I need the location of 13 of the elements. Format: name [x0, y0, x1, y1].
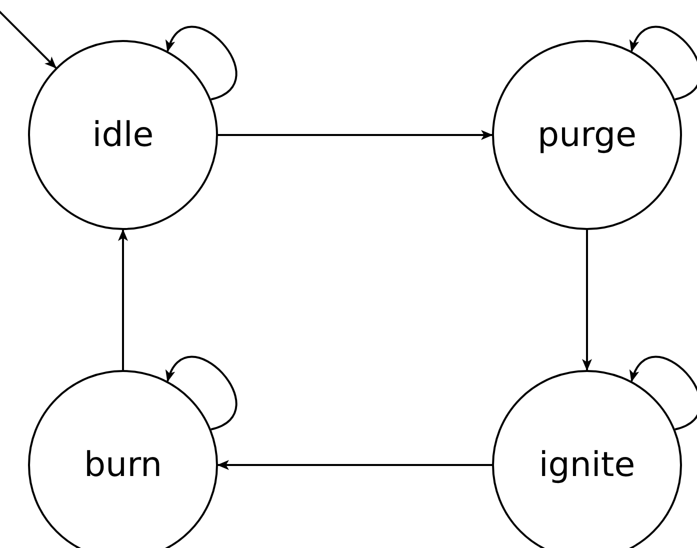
self-loop-arrow	[166, 356, 238, 430]
state-label: idle	[92, 115, 154, 155]
self-loop-arrow	[630, 356, 697, 430]
arrow	[0, 10, 57, 69]
self-loop-arrow	[630, 26, 697, 100]
state-label: burn	[84, 445, 162, 485]
state-label: ignite	[538, 445, 636, 485]
arrow	[218, 130, 493, 140]
self-loop-arrow	[166, 26, 238, 100]
arrow	[582, 230, 592, 371]
state-label: purge	[537, 115, 636, 155]
arrow	[118, 229, 128, 370]
arrow	[217, 460, 492, 470]
